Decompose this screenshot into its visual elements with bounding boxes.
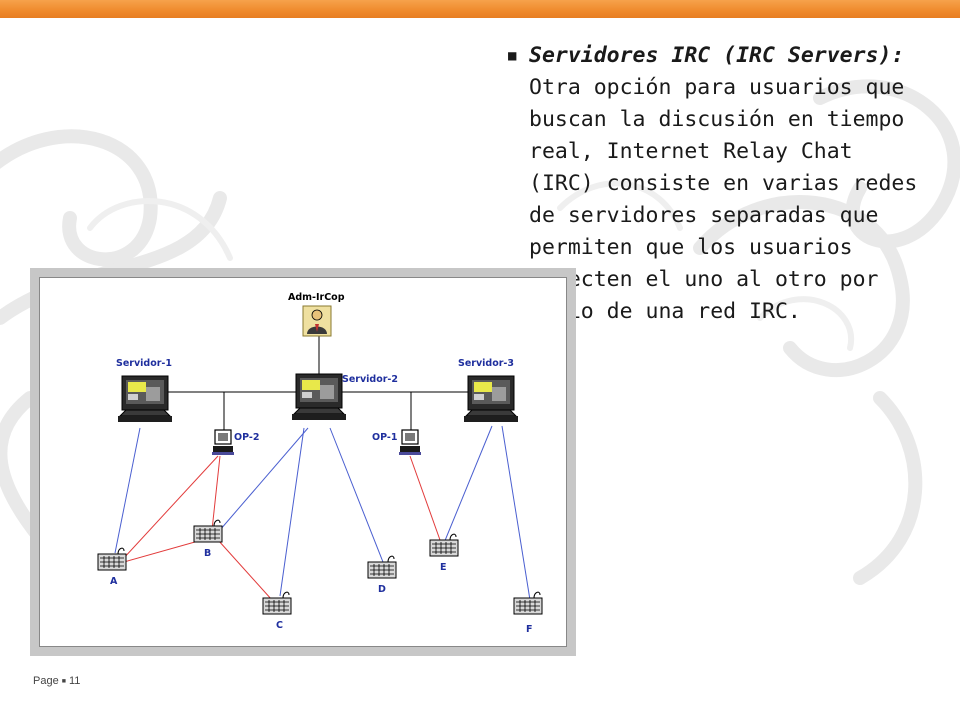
page-label: Page (33, 675, 59, 687)
client-f-label: F (526, 624, 533, 635)
operator-2-icon (211, 429, 235, 456)
server-links (114, 425, 531, 601)
diagram-svg: Adm-IrCop Servidor-1 Servidor-2 Servidor… (97, 292, 543, 635)
client-a-keyboard-icon (97, 547, 127, 571)
bullet-term: Servidores IRC (IRC Servers): (529, 43, 905, 68)
admin-user-icon (302, 305, 332, 337)
square-bullet-icon: ■ (508, 48, 517, 64)
client-e-label: E (440, 562, 447, 573)
client-b-keyboard-icon (193, 519, 223, 543)
client-d-label: D (378, 584, 386, 595)
server-3-icon (463, 375, 519, 423)
server-2-label: Servidor-2 (342, 374, 398, 385)
diagram-canvas: Adm-IrCop Servidor-1 Servidor-2 Servidor… (39, 277, 567, 647)
server-2-icon (291, 373, 347, 421)
bullet-body: Otra opción para usuarios que buscan la … (529, 75, 918, 324)
operator-links (121, 455, 441, 601)
operator-2-label: OP-2 (234, 432, 259, 443)
client-c-label: C (276, 620, 283, 631)
top-accent-bar (0, 0, 960, 18)
client-e-keyboard-icon (429, 533, 459, 557)
admin-label: Adm-IrCop (288, 292, 345, 303)
server-1-label: Servidor-1 (116, 358, 172, 369)
bullet-paragraph: Servidores IRC (IRC Servers): Otra opció… (529, 40, 928, 328)
client-f-keyboard-icon (513, 591, 543, 615)
page-number: 11 (68, 675, 81, 687)
server-1-icon (117, 375, 173, 423)
bullet-text-block: ■ Servidores IRC (IRC Servers): Otra opc… (508, 40, 928, 328)
footer-separator-icon: ■ (61, 677, 66, 685)
operator-1-icon (398, 429, 422, 456)
page-footer: Page■11 (33, 675, 80, 687)
client-b-label: B (204, 548, 211, 559)
client-c-keyboard-icon (262, 591, 292, 615)
server-3-label: Servidor-3 (458, 358, 514, 369)
operator-1-label: OP-1 (372, 432, 397, 443)
irc-network-diagram: Adm-IrCop Servidor-1 Servidor-2 Servidor… (30, 268, 576, 656)
client-a-label: A (110, 576, 118, 587)
